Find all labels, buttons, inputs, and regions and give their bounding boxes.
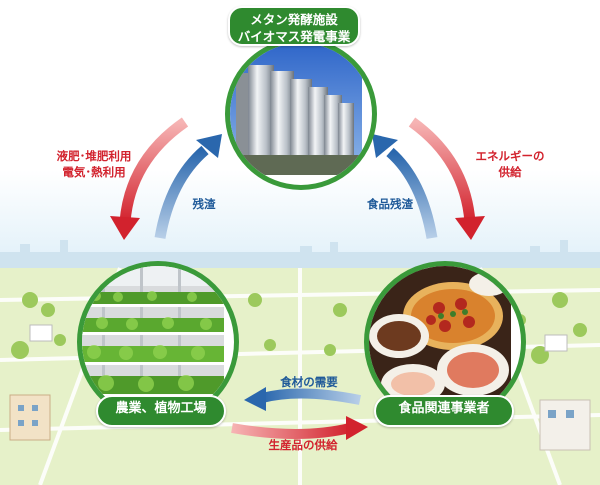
arrow-left-red <box>110 117 189 240</box>
energy-supply-line2: 供給 <box>498 165 522 179</box>
electricity-heat-use-text: 電気･熱利用 <box>62 165 126 179</box>
biogas-facility-label-line1: メタン発酵施設 <box>250 12 338 27</box>
energy-supply-line1: エネルギーの <box>475 149 545 163</box>
biogas-facility-label-line2: バイオマス発電事業 <box>237 29 351 44</box>
biogas-facility-label: メタン発酵施設 バイオマス発電事業 <box>228 6 360 46</box>
agriculture-label: 農業、植物工場 <box>96 395 226 427</box>
food-business-label: 食品関連事業者 <box>374 395 514 427</box>
arrow-bottom-blue <box>244 387 361 411</box>
fertilizer-use-text: 液肥･堆肥利用 <box>56 149 132 163</box>
residue-label: 残渣 <box>192 197 216 211</box>
arrow-left-blue <box>154 134 222 239</box>
arrow-right-blue <box>372 134 438 239</box>
biogas-facility-image <box>225 38 377 190</box>
food-residue-label: 食品残渣 <box>367 197 413 211</box>
arrow-bottom-red <box>231 416 368 440</box>
arrow-right-red <box>408 117 485 240</box>
product-supply-label: 生産品の供給 <box>268 438 338 452</box>
energy-supply-label: エネルギーの 供給 <box>460 148 560 180</box>
ingredient-demand-label: 食材の需要 <box>280 375 338 389</box>
fertilizer-energy-use-label: 液肥･堆肥利用 電気･熱利用 <box>44 148 144 180</box>
